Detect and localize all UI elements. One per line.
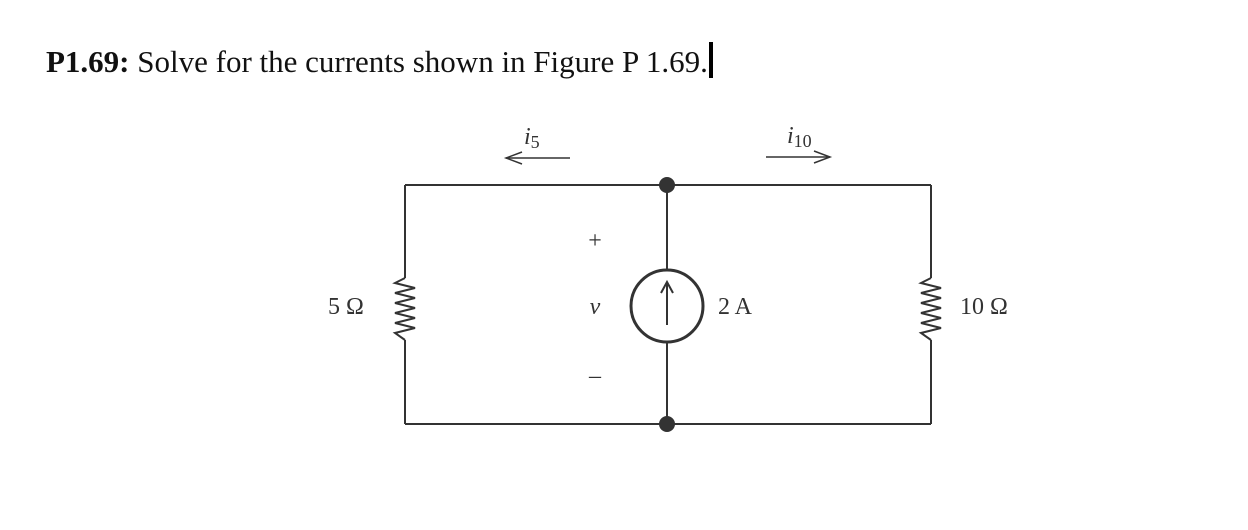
problem-statement: P1.69: Solve for the currents shown in F… <box>46 42 713 82</box>
right-resistor <box>918 277 942 341</box>
current-subscript-i10: 10 <box>794 131 812 151</box>
voltage-minus: – <box>588 363 602 389</box>
voltage-plus: + <box>588 228 602 254</box>
current-label-i10: i10 <box>787 123 812 151</box>
current-source <box>629 268 705 344</box>
current-subscript-i5: 5 <box>531 132 540 152</box>
text-cursor <box>708 42 713 78</box>
current-source-label: 2 A <box>718 294 753 320</box>
current-source-arrow-head <box>660 279 674 294</box>
bottom-node <box>659 416 675 432</box>
left-resistor <box>392 277 416 341</box>
current-label-i5: i5 <box>524 124 540 152</box>
problem-id: P1.69: <box>46 44 130 79</box>
current-symbol-i10: i <box>787 123 794 149</box>
current-arrow-right <box>766 150 833 164</box>
top-node <box>659 177 675 193</box>
voltage-name: v <box>590 294 601 320</box>
left-resistor-label: 5 Ω <box>328 294 364 320</box>
current-symbol-i5: i <box>524 124 531 150</box>
current-arrow-left <box>503 151 570 165</box>
problem-text: Solve for the currents shown in Figure P… <box>129 44 708 79</box>
right-resistor-label: 10 Ω <box>960 294 1008 320</box>
